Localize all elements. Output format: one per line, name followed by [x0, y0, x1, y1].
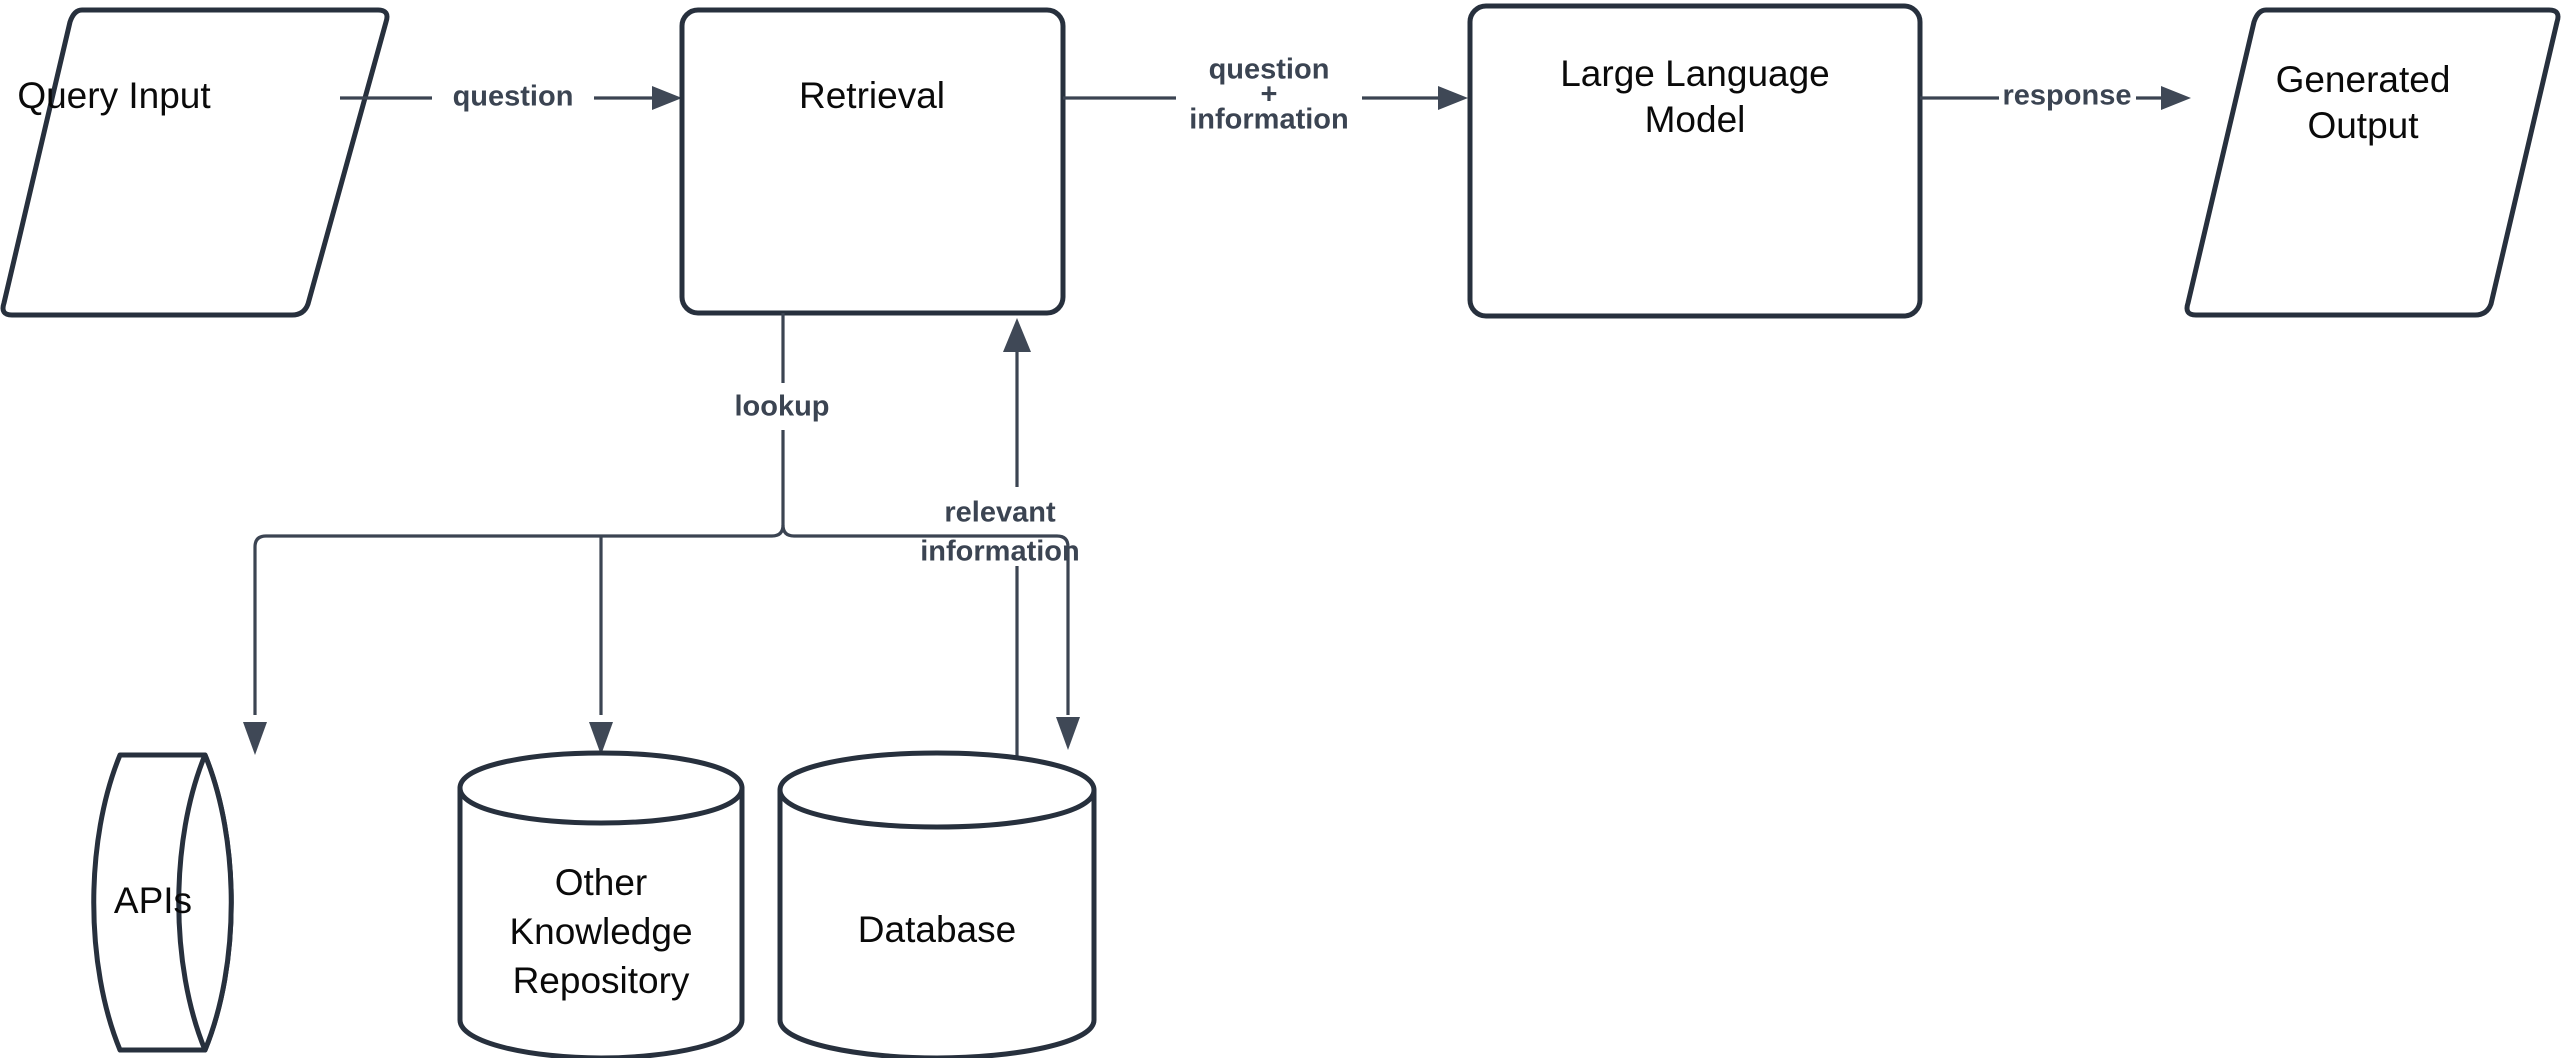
other-knowledge-repository-label-line2: Knowledge [509, 911, 692, 952]
relevant-info-label-line2: information [920, 536, 1080, 568]
query-input-label: Query Input [17, 75, 211, 116]
relevant-info-arrowhead-icon [1003, 318, 1031, 352]
database-label: Database [858, 909, 1016, 950]
lookup-branch-to-database [781, 524, 1070, 715]
edge-database-to-retrieval[interactable]: relevant information [920, 313, 1080, 775]
edge-retrieval-to-llm[interactable]: question + information [1063, 54, 1468, 136]
large-language-model-label-line1: Large Language [1560, 53, 1830, 94]
response-arrowhead-icon [2161, 86, 2191, 110]
generated-output-shape [2184, 7, 2561, 318]
large-language-model-label-line2: Model [1645, 99, 1746, 140]
edge-query-to-retrieval[interactable]: question [340, 81, 682, 113]
node-apis[interactable]: APIs [91, 752, 234, 1053]
generated-output-label-line2: Output [2307, 105, 2419, 146]
question-arrowhead-icon [652, 86, 682, 110]
generated-output-label-line1: Generated [2276, 59, 2451, 100]
node-large-language-model[interactable]: Large Language Model [1467, 3, 1923, 319]
retrieval-label: Retrieval [799, 75, 945, 116]
relevant-info-label-line1: relevant [944, 497, 1056, 529]
lookup-okr-arrowhead-icon [589, 722, 613, 755]
other-knowledge-repository-top-ellipse [457, 750, 745, 826]
apis-cap-shape [176, 752, 234, 1053]
query-input-shape [0, 7, 390, 318]
apis-label: APIs [114, 880, 192, 921]
lookup-edge-label: lookup [734, 391, 829, 423]
other-knowledge-repository-label-line1: Other [555, 862, 648, 903]
question-edge-label: question [453, 81, 574, 113]
retrieval-shape [679, 7, 1066, 316]
edge-llm-to-output[interactable]: response [1920, 80, 2191, 112]
question-info-label-line1: question [1209, 54, 1330, 86]
edge-retrieval-lookup[interactable]: lookup [243, 313, 1080, 755]
node-query-input[interactable]: Query Input [0, 7, 390, 318]
large-language-model-shape [1467, 3, 1923, 319]
other-knowledge-repository-label-line3: Repository [513, 960, 690, 1001]
question-info-label-line3: information [1189, 104, 1349, 136]
node-other-knowledge-repository[interactable]: Other Knowledge Repository [457, 750, 745, 1058]
lookup-apis-arrowhead-icon [243, 722, 267, 755]
node-database[interactable]: Database [777, 750, 1097, 1058]
question-info-arrowhead-icon [1438, 86, 1468, 110]
node-generated-output[interactable]: Generated Output [2184, 7, 2561, 318]
node-retrieval[interactable]: Retrieval [679, 7, 1066, 316]
question-info-label-line2: + [1261, 79, 1278, 111]
lookup-branch-to-apis [253, 524, 785, 715]
response-edge-label: response [2003, 80, 2132, 112]
lookup-database-arrowhead-icon [1056, 717, 1080, 750]
database-top-ellipse [777, 750, 1097, 830]
